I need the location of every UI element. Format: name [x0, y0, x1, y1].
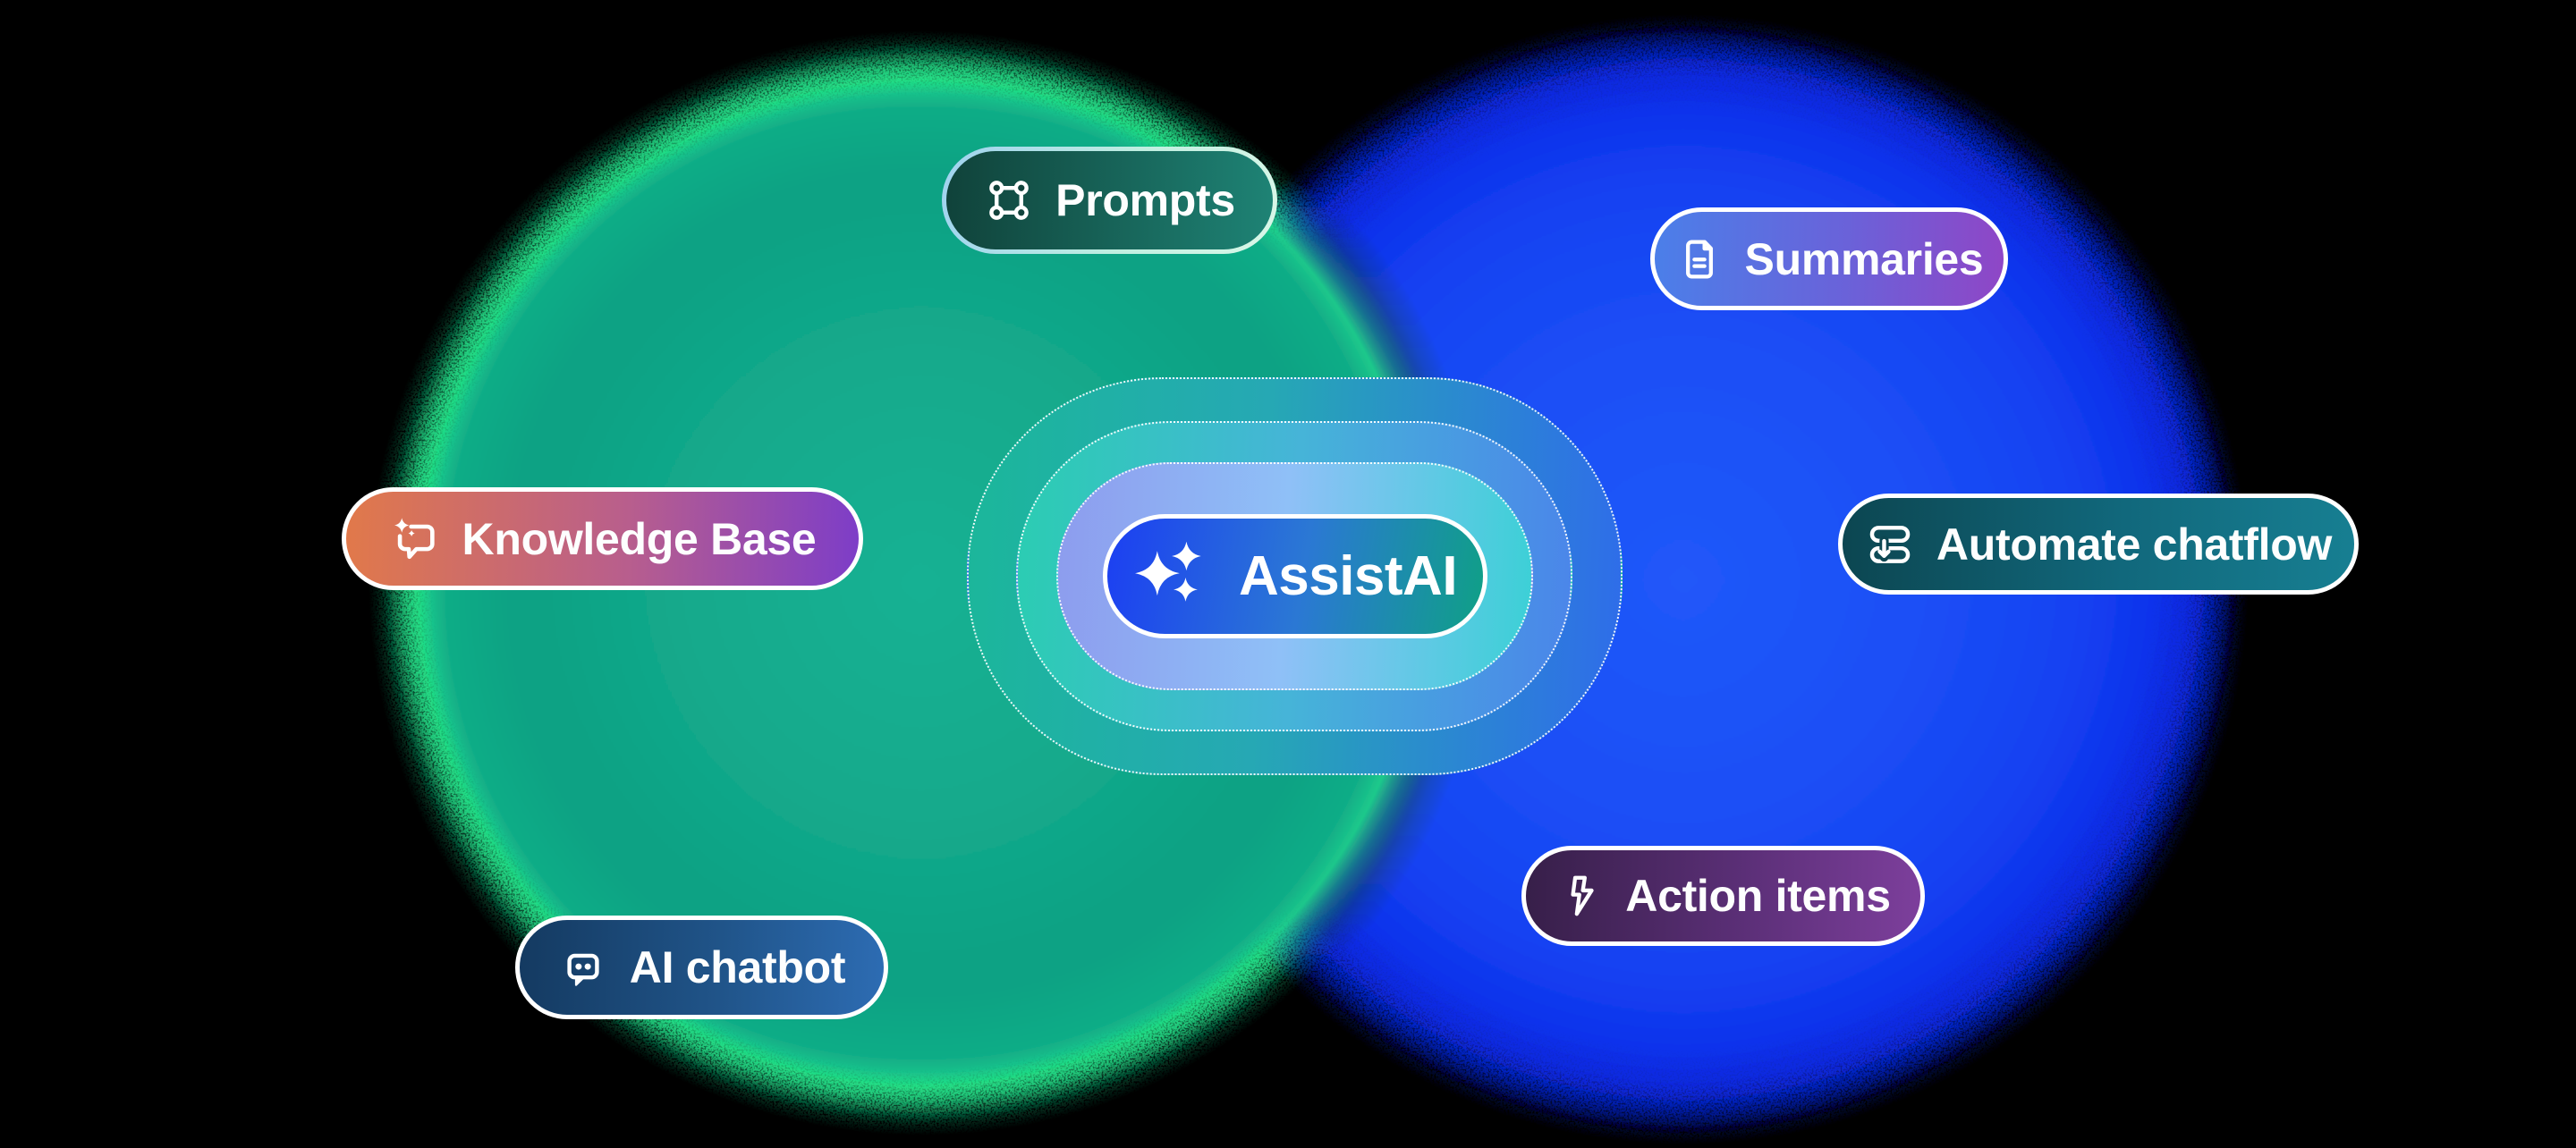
- frame-nodes-icon: [989, 181, 1029, 220]
- feature-pill-summaries: Summaries: [1650, 207, 2008, 310]
- chatbot-icon: [567, 953, 599, 986]
- feature-pill-ai-chatbot: AI chatbot: [515, 916, 888, 1019]
- chatflow-icon: [1869, 525, 1911, 563]
- feature-label: Summaries: [1744, 233, 1984, 284]
- assistai-brand-pill: AssistAI: [1103, 514, 1487, 638]
- feature-label: Prompts: [1055, 175, 1235, 225]
- sparkles-icon: [1134, 541, 1201, 602]
- feature-pill-prompts: Prompts: [942, 147, 1277, 254]
- feature-label: Knowledge Base: [462, 513, 817, 564]
- feature-pill-automate-chatflow: Automate chatflow: [1838, 494, 2359, 595]
- lightning-icon: [1571, 875, 1594, 916]
- green-glow-blob: [369, 30, 1474, 1135]
- feature-pill-action-items: Action items: [1521, 846, 1925, 946]
- brand-label: AssistAI: [1238, 545, 1458, 607]
- sparkle-chat-icon: [394, 517, 435, 559]
- feature-label: AI chatbot: [629, 942, 846, 992]
- document-icon: [1685, 240, 1713, 278]
- feature-label: Automate chatflow: [1936, 519, 2333, 570]
- feature-pill-knowledge-base: Knowledge Base: [342, 487, 863, 590]
- feature-label: Action items: [1625, 871, 1891, 921]
